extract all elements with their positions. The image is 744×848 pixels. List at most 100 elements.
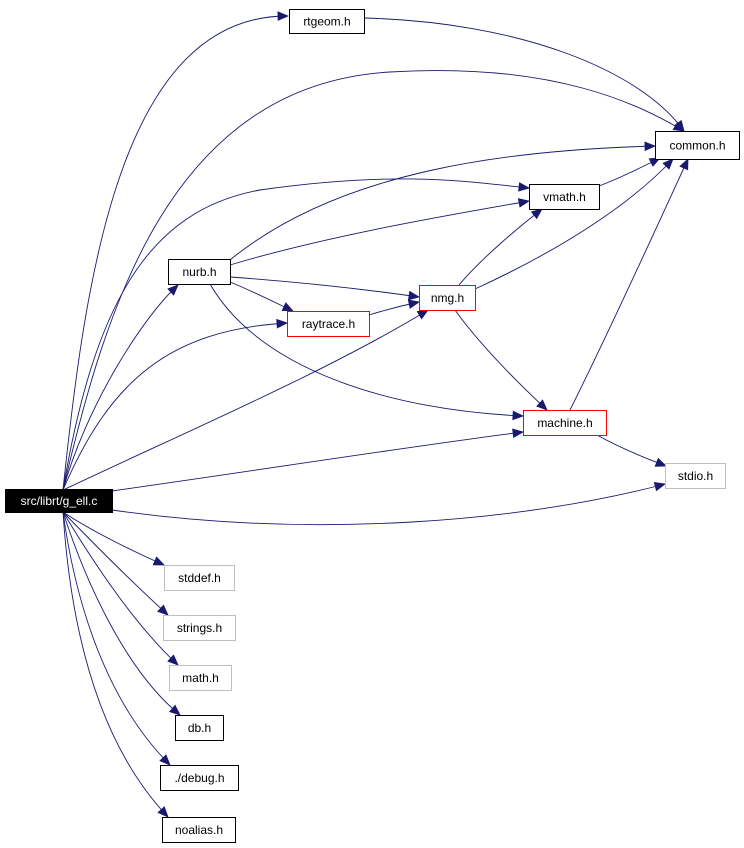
- node-debug[interactable]: ./debug.h: [160, 765, 239, 791]
- edge-machine-to-stdio: [596, 434, 667, 467]
- node-box: [168, 259, 231, 285]
- arrowhead: [157, 604, 169, 616]
- node-label: math.h: [182, 671, 219, 685]
- edge-nmg-to-machine: [454, 309, 548, 411]
- edge-rtgeom-to-common: [363, 17, 685, 132]
- nodes-layer: src/librt/g_ell.c rtgeom.h common.h vmath.h…: [5, 9, 740, 843]
- node-box: [164, 565, 235, 591]
- node-db[interactable]: db.h: [175, 715, 224, 741]
- arrowhead: [157, 806, 169, 818]
- arrowhead: [512, 428, 525, 439]
- node-label: rtgeom.h: [303, 15, 350, 29]
- edge-root-to-stdio: [111, 482, 667, 526]
- edge-root-to-raytrace: [62, 318, 289, 491]
- arrowhead: [673, 119, 685, 132]
- arrowhead: [518, 182, 531, 192]
- node-rtgeom[interactable]: rtgeom.h: [289, 9, 365, 34]
- node-label: ./debug.h: [174, 771, 224, 785]
- arrowhead: [407, 299, 421, 309]
- node-label: common.h: [669, 139, 725, 153]
- node-label: db.h: [188, 721, 211, 735]
- node-box: [529, 184, 600, 210]
- arrowhead: [159, 754, 171, 766]
- edge-root-to-noalias: [62, 511, 169, 818]
- node-box: [287, 311, 370, 337]
- node-box: [665, 463, 726, 489]
- node-box: [175, 715, 224, 741]
- node-box: [163, 615, 236, 641]
- edge-nurb-to-common: [229, 141, 657, 261]
- node-label: nmg.h: [431, 291, 464, 305]
- arrowhead: [276, 318, 289, 329]
- arrowhead: [281, 302, 294, 312]
- edge-raytrace-to-nmg: [368, 299, 421, 316]
- node-label: raytrace.h: [302, 317, 355, 331]
- node-box: [523, 410, 607, 436]
- arrowhead: [517, 198, 531, 208]
- node-box: [419, 285, 476, 311]
- node-label: stdio.h: [678, 469, 713, 483]
- edge-vmath-to-common: [598, 157, 661, 187]
- arrowhead: [644, 141, 657, 152]
- arrowhead: [277, 11, 290, 21]
- node-box: [289, 9, 365, 34]
- edge-nurb-to-machine: [209, 283, 525, 421]
- edge-nurb-to-vmath: [229, 198, 531, 266]
- node-noalias[interactable]: noalias.h: [162, 817, 236, 843]
- edge-root-to-debug: [62, 511, 171, 766]
- node-math[interactable]: math.h: [169, 665, 232, 691]
- arrowhead: [536, 399, 548, 411]
- arrowhead: [530, 208, 543, 220]
- edge-nmg-to-vmath: [458, 208, 543, 286]
- node-label: strings.h: [177, 621, 222, 635]
- arrowhead: [679, 158, 689, 171]
- arrowhead: [169, 704, 181, 716]
- edge-root-to-vmath: [62, 178, 531, 491]
- edge-root-to-rtgeom: [62, 11, 290, 491]
- edge-root-to-machine: [111, 428, 525, 492]
- node-label: nurb.h: [182, 265, 216, 279]
- arrowhead: [653, 482, 667, 492]
- node-vmath[interactable]: vmath.h: [529, 184, 600, 210]
- arrowhead: [416, 309, 429, 320]
- node-label: machine.h: [537, 416, 592, 430]
- node-common[interactable]: common.h: [655, 131, 740, 160]
- node-strings[interactable]: strings.h: [163, 615, 236, 641]
- edge-machine-to-common: [569, 158, 689, 411]
- arrowhead: [167, 284, 179, 296]
- edges-layer: [62, 11, 689, 818]
- node-nmg[interactable]: nmg.h: [419, 285, 476, 311]
- node-label: vmath.h: [543, 190, 586, 204]
- arrowhead: [654, 457, 667, 467]
- arrowhead: [152, 556, 165, 566]
- edge-root-to-nurb: [62, 284, 179, 491]
- edge-root-to-math: [62, 511, 179, 666]
- node-box: [5, 489, 113, 513]
- node-box: [160, 765, 239, 791]
- edge-nmg-to-common: [474, 158, 674, 290]
- node-label: stddef.h: [178, 571, 221, 585]
- node-machine[interactable]: machine.h: [523, 410, 607, 436]
- arrowhead: [167, 654, 179, 666]
- node-stddef[interactable]: stddef.h: [164, 565, 235, 591]
- node-stdio[interactable]: stdio.h: [665, 463, 726, 489]
- node-box: [169, 665, 232, 691]
- node-nurb[interactable]: nurb.h: [168, 259, 231, 285]
- edge-nurb-to-nmg: [229, 276, 421, 301]
- edge-root-to-nmg: [62, 309, 429, 491]
- node-raytrace[interactable]: raytrace.h: [287, 311, 370, 337]
- edge-nurb-to-raytrace: [229, 281, 294, 312]
- arrowhead: [408, 290, 421, 301]
- arrowhead: [648, 157, 661, 167]
- edge-root-to-db: [62, 511, 181, 716]
- edge-root-to-stddef: [62, 511, 165, 566]
- node-box: [655, 131, 740, 160]
- arrowhead: [662, 158, 674, 170]
- edge-root-to-strings: [62, 511, 169, 616]
- node-root[interactable]: src/librt/g_ell.c: [5, 489, 113, 513]
- arrowhead: [512, 410, 525, 421]
- node-box: [162, 817, 236, 843]
- node-label: noalias.h: [175, 823, 223, 837]
- node-label: src/librt/g_ell.c: [21, 494, 98, 508]
